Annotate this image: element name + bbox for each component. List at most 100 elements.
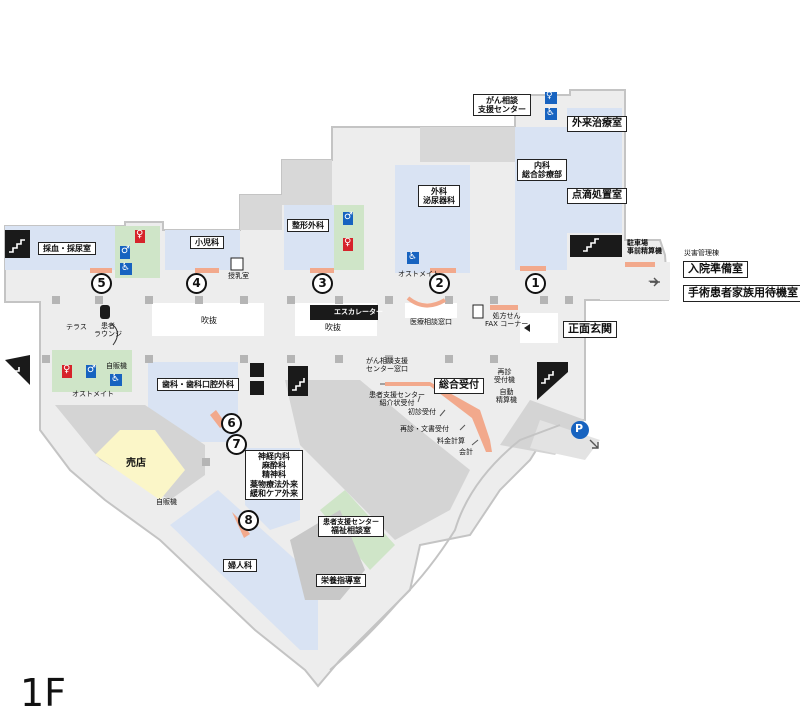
toilet-male-icon	[86, 365, 96, 378]
floor-label: 1F	[20, 671, 67, 715]
toilet-female-glyph: ♀	[63, 364, 71, 375]
baby-room-icon	[230, 257, 244, 271]
label-shonika: 小児科	[190, 236, 224, 250]
wheelchair-icon	[545, 108, 557, 120]
toilet-female-icon	[62, 365, 72, 378]
wheelchair-glyph: ♿	[408, 251, 417, 262]
parking-icon	[571, 421, 589, 439]
door-swing	[112, 324, 118, 346]
wheelchair-icon	[407, 252, 419, 264]
marker-6: 6	[221, 413, 242, 434]
label-iryo-soudan: 医療相談窓口	[410, 318, 452, 326]
stairs-icon	[5, 355, 30, 385]
parking-glyph: P	[575, 422, 584, 435]
label-naika: 内科総合診療部	[517, 159, 567, 182]
label-shika: 歯科・歯科口腔外科	[157, 378, 239, 392]
arrow-glyph: →	[648, 274, 659, 288]
gray-room-center	[285, 380, 470, 540]
label-sogo: 総合受付	[434, 378, 484, 394]
toilet-female-icon	[135, 230, 145, 243]
room-block	[420, 127, 515, 162]
white-block	[405, 303, 457, 318]
label-shujutsu: 手術患者家族用待機室	[683, 285, 800, 302]
label-fujinka: 婦人科	[223, 559, 257, 573]
stairs-icon	[537, 362, 568, 400]
phone-icon	[472, 304, 484, 319]
label-kanja-center: 患者支援センター紹介状受付	[369, 391, 425, 408]
escalator-icon	[310, 305, 378, 320]
toilet-icons	[62, 92, 557, 386]
road-right	[600, 262, 670, 300]
stairs-glyph	[292, 378, 305, 391]
elevator-icon	[250, 381, 264, 395]
label-eiyo: 栄養指導室	[316, 574, 366, 588]
label-nyuin: 入院準備室	[683, 261, 748, 278]
label-shomen: 正面玄関	[563, 321, 617, 338]
arc-marker	[406, 296, 447, 308]
label-gekachiryo: 外来治療室	[567, 116, 627, 132]
label-tenteki: 点滴処置室	[567, 188, 627, 204]
room-geka	[395, 165, 470, 273]
room-seikei	[284, 205, 334, 270]
toilet-glyph: ⚥	[546, 91, 555, 101]
label-gan-madoguchi: がん相談支援センター窓口	[366, 357, 408, 374]
label-saigai: 災害管理棟	[684, 249, 719, 257]
label-shoshin: 初診受付	[408, 408, 436, 416]
label-seikei: 整形外科	[287, 219, 329, 233]
label-lounge: 患者ラウンジ	[94, 322, 122, 339]
label-fukushi: 患者支援センター福祉相談室	[318, 516, 384, 538]
toilet-male-glyph: ♂	[87, 364, 96, 375]
room-block	[282, 160, 332, 205]
wheelchair-glyph: ♿	[546, 107, 555, 118]
marker-1: 1	[525, 273, 546, 294]
elevator-icon	[250, 363, 264, 377]
toilet-male-icon	[120, 246, 130, 259]
label-baiten: 売店	[126, 458, 146, 469]
toilet-male-icon	[343, 212, 353, 225]
room-naika	[515, 127, 567, 270]
marker-8: 8	[238, 510, 259, 531]
label-shinkei: 神経内科麻酔科精神科薬物療法外来緩和ケア外来	[245, 450, 303, 500]
wheelchair-icon	[110, 374, 122, 386]
room-block	[240, 195, 282, 230]
label-jidouki: 自販機	[106, 362, 127, 370]
label-saishin-bunsho: 再診・文書受付	[400, 425, 449, 433]
label-ostomate-2: オストメイト	[72, 390, 114, 398]
stairs-icon	[288, 366, 308, 396]
marker-2: 2	[429, 273, 450, 294]
marker-4: 4	[186, 273, 207, 294]
stairs-glyph	[583, 238, 599, 252]
arrow-icon	[589, 439, 599, 449]
pillars	[42, 296, 573, 466]
counter-ticks	[380, 383, 479, 446]
wheelchair-icon	[120, 263, 132, 275]
toilet-male-glyph: ♂	[121, 245, 130, 256]
label-jujushitsu: 授乳室	[228, 272, 249, 280]
atrium-1	[152, 303, 264, 336]
label-fukinuke-2: 吹抜	[325, 323, 341, 332]
toilet-icon	[545, 92, 557, 104]
label-ryokin: 料金計算	[437, 437, 465, 445]
label-kaikei: 会計	[459, 448, 473, 456]
stairs-glyph	[9, 239, 25, 253]
label-escalator: エスカレーター	[334, 308, 383, 316]
label-terrace: テラス	[66, 323, 87, 331]
label-jido: 自動精算機	[496, 388, 517, 405]
toilet-female-icon	[343, 238, 353, 251]
marker-7: 7	[226, 434, 247, 455]
elevator-icon	[100, 305, 110, 319]
stairs-glyph	[541, 371, 554, 384]
marker-5: 5	[91, 273, 112, 294]
entrance-arrow-icon	[524, 324, 530, 332]
wheelchair-glyph: ♿	[121, 262, 130, 273]
toilet-male-glyph: ♂	[344, 211, 353, 222]
label-jidouki-2: 自販機	[156, 498, 177, 506]
outer-curve	[329, 424, 561, 671]
marker-3: 3	[312, 273, 333, 294]
label-geka: 外科泌尿器科	[418, 185, 460, 208]
label-saishin: 再診受付機	[494, 368, 515, 385]
label-fukinuke-1: 吹抜	[201, 316, 217, 325]
stairs-glyph	[11, 367, 20, 376]
